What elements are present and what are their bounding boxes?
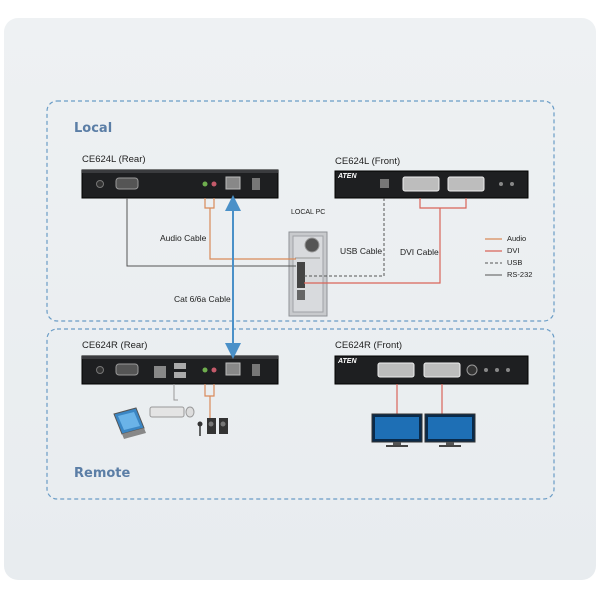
speakers-mic-icon <box>197 418 228 436</box>
ce624l-front-label: CE624L (Front) <box>335 156 401 167</box>
ce624r-front-label: CE624R (Front) <box>335 340 403 351</box>
audio-cable-remote <box>204 384 215 397</box>
cat-cable-label: Cat 6/6a Cable <box>174 294 231 304</box>
dvi-cable <box>419 198 467 209</box>
local-pc-label: LOCAL PC <box>291 209 326 216</box>
usb-cable-label: USB Cable <box>340 246 383 256</box>
legend-usb: USB <box>507 258 523 267</box>
dvi-cable-to-pc <box>304 208 441 284</box>
monitor-icon-1 <box>371 413 423 447</box>
ce624r-rear-unit <box>81 355 279 385</box>
legend-audio: Audio <box>507 234 527 243</box>
legend-rs232: RS-232 <box>507 270 533 279</box>
local-zone <box>46 100 555 322</box>
legend-dvi: DVI <box>507 246 520 255</box>
audio-cable-local <box>204 198 215 209</box>
local-zone-label: Local <box>74 121 113 136</box>
aten-logo-remote: ATEN <box>338 358 357 365</box>
audio-cable-label: Audio Cable <box>160 233 207 243</box>
local-pc-tower <box>288 231 328 317</box>
keyboard-mouse-icon <box>149 406 195 418</box>
ce624l-rear-label: CE624L (Rear) <box>82 154 146 165</box>
aten-logo-local: ATEN <box>338 173 357 180</box>
dvi-cable-label: DVI Cable <box>400 247 439 257</box>
remote-zone <box>46 328 555 500</box>
ce624l-front-unit <box>334 170 529 199</box>
ce624r-front-unit <box>334 355 529 385</box>
audio-cable-local-to-pc <box>209 208 296 260</box>
usb-cable <box>304 198 385 277</box>
usb-cable-remote <box>173 384 178 401</box>
ce624l-rear-unit <box>81 169 279 199</box>
monitor-icon-2 <box>424 413 476 447</box>
ce624r-rear-label: CE624R (Rear) <box>82 340 148 351</box>
remote-zone-label: Remote <box>74 466 131 481</box>
touchscreen-icon <box>113 407 146 439</box>
